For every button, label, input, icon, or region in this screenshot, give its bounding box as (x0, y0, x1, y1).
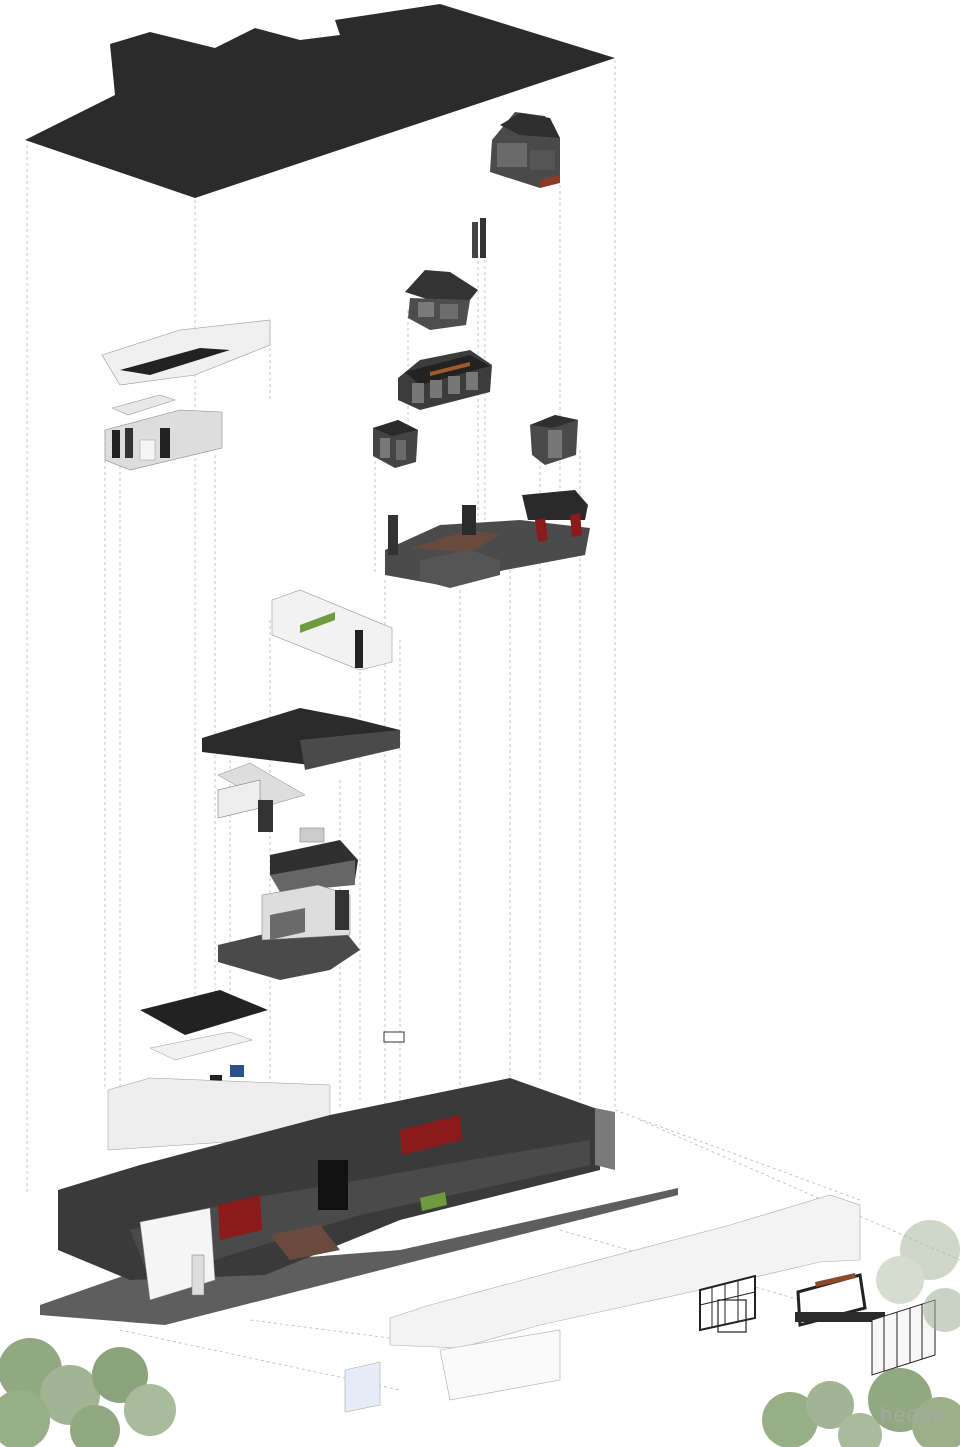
kiosk-house (405, 270, 478, 330)
booth-right (530, 415, 578, 465)
shop-counter (270, 827, 358, 892)
tree-left (0, 1338, 176, 1447)
sign-frame (795, 1273, 885, 1327)
mid-slab (202, 708, 400, 832)
folding-panels (871, 1299, 936, 1376)
base-building (40, 1077, 678, 1325)
tree-bottom-right (762, 1368, 960, 1447)
gate-grid (699, 1274, 756, 1333)
stage-platform (385, 490, 590, 588)
perimeter-wall (344, 1194, 861, 1413)
lower-left-slab (140, 990, 405, 1087)
roof-slab (25, 4, 615, 198)
column-element (472, 218, 486, 258)
upper-pavilion (490, 112, 560, 188)
tree-right (876, 1220, 960, 1332)
white-modules (101, 319, 271, 471)
booth-left (373, 420, 418, 468)
interior-room (218, 884, 360, 980)
planter-box (271, 589, 393, 671)
arched-gallery (398, 350, 492, 410)
watermark-text: heese (880, 1402, 945, 1427)
